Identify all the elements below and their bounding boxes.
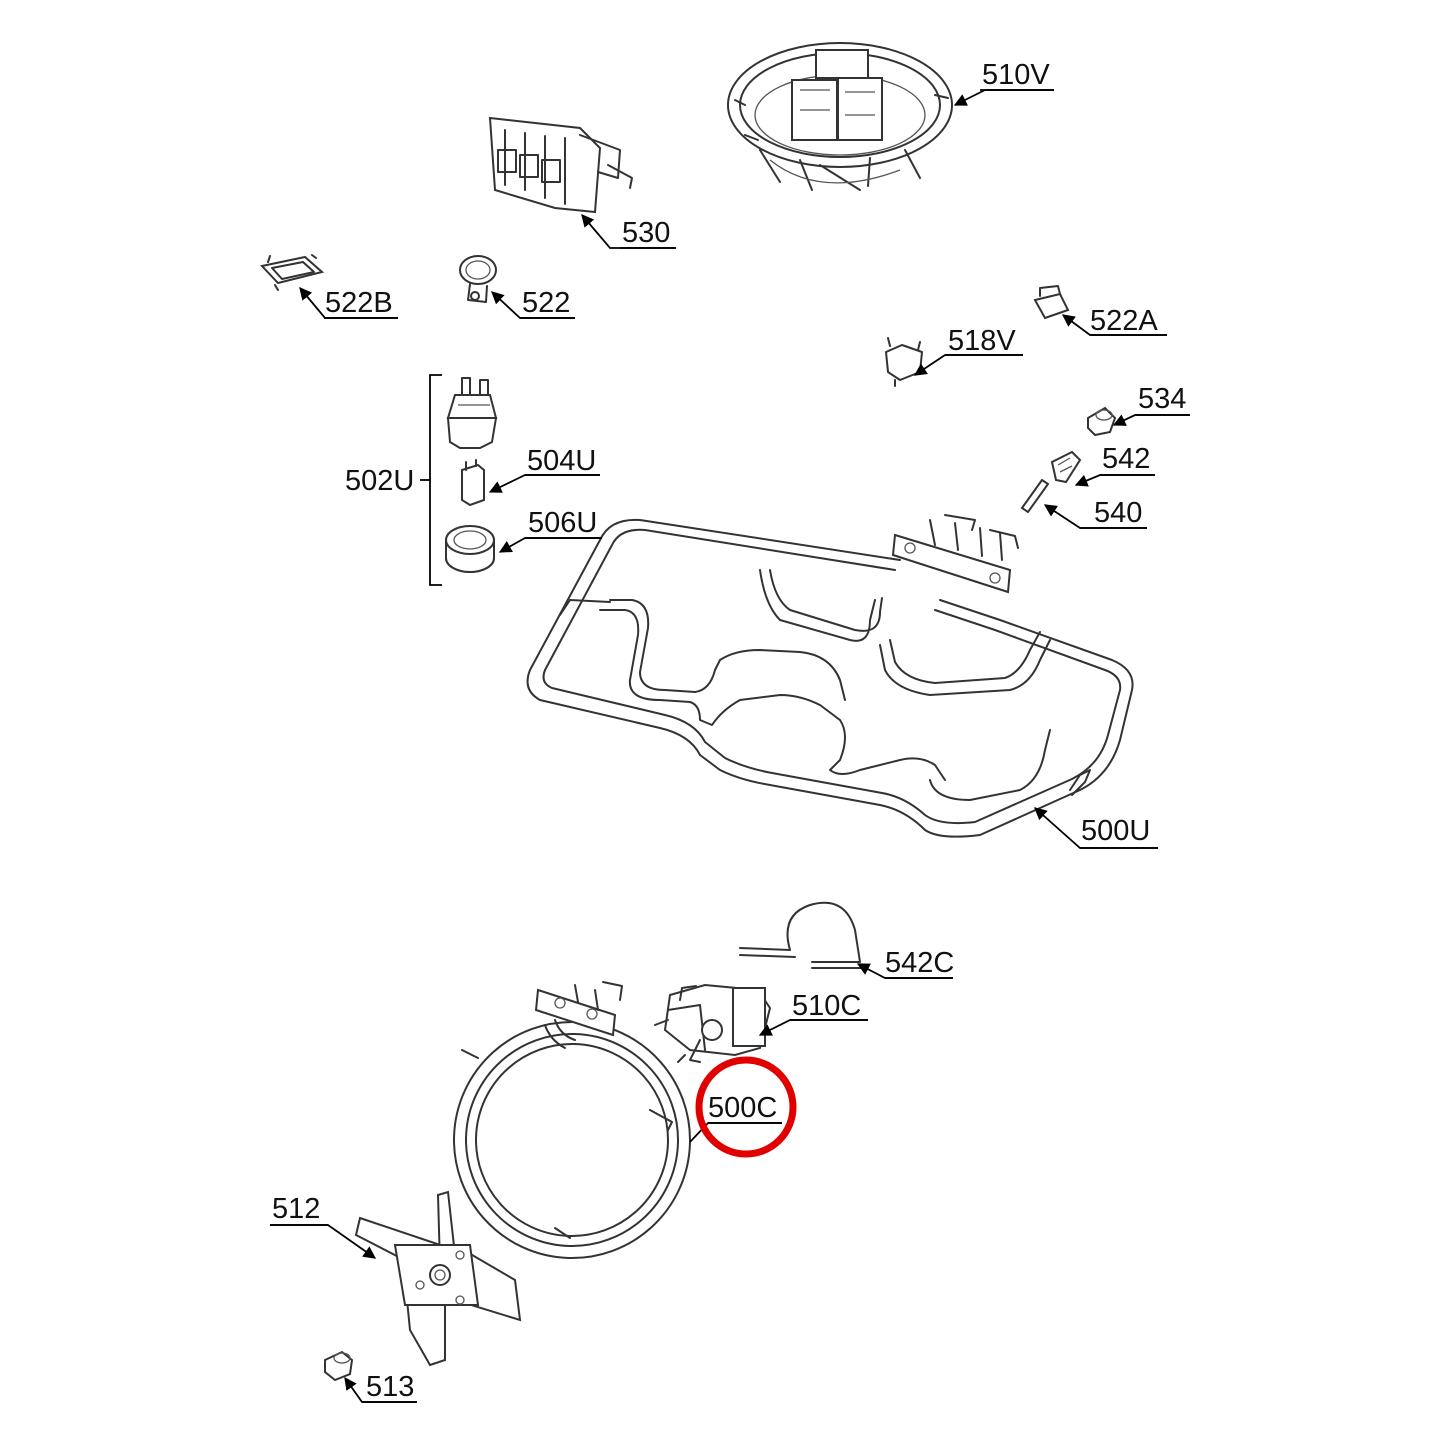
part-542-lamp-cover: [1050, 450, 1082, 484]
part-500c-circular-element: [453, 981, 691, 1259]
part-510v-fan-assembly: [727, 42, 953, 191]
callout-518v: 518V: [913, 325, 1023, 376]
label-504u: 504U: [527, 445, 596, 477]
part-522a-clip: [1033, 285, 1070, 320]
callout-522: 522: [491, 287, 575, 319]
callout-534: 534: [1112, 383, 1190, 426]
label-530: 530: [622, 217, 670, 249]
part-542c-wire-clip: [739, 901, 863, 969]
label-518v: 518V: [948, 325, 1016, 357]
label-540: 540: [1094, 497, 1142, 529]
label-513: 513: [366, 1371, 414, 1403]
label-522a: 522A: [1090, 305, 1158, 337]
part-513-nut: [324, 1350, 354, 1382]
callout-510c: 510C: [758, 990, 868, 1036]
callout-530: 530: [581, 214, 676, 249]
part-522-clamp: [459, 255, 497, 303]
label-510c: 510C: [792, 990, 861, 1022]
callout-504u: 504U: [488, 445, 600, 493]
label-500c: 500C: [708, 1092, 777, 1124]
label-522: 522: [522, 287, 570, 319]
callout-500c: 500C: [689, 1056, 797, 1158]
callout-522b: 522B: [299, 287, 398, 319]
part-540-lamp: [1020, 478, 1050, 514]
label-underlines: [270, 89, 1190, 1403]
highlight-circle-500c: [695, 1056, 797, 1158]
part-506u-knob: [445, 525, 495, 573]
part-510c-fan-motor: [654, 983, 772, 1063]
callout-522a: 522A: [1061, 305, 1167, 337]
label-542: 542: [1102, 443, 1150, 475]
callout-510v: 510V: [953, 59, 1054, 106]
label-500u: 500U: [1081, 815, 1150, 847]
part-530-terminal-block: [488, 116, 633, 214]
label-506u: 506U: [528, 507, 597, 539]
label-522b: 522B: [325, 287, 393, 319]
part-504u-connector: [461, 459, 485, 507]
callout-513: 513: [344, 1371, 417, 1403]
part-534-cap: [1087, 406, 1117, 437]
callout-540: 540: [1043, 497, 1147, 529]
part-500u-grill-element: [526, 514, 1134, 838]
label-510v: 510V: [982, 59, 1050, 91]
label-502u: 502U: [345, 465, 414, 497]
group-502u-bracket: 502U: [345, 374, 442, 586]
part-512-fan-blade: [354, 1190, 522, 1367]
label-534: 534: [1138, 383, 1186, 415]
part-522b-bracket: [260, 254, 325, 291]
callout-542c: 542C: [856, 947, 954, 979]
callout-500u: 500U: [1034, 807, 1158, 849]
label-542c: 542C: [885, 947, 954, 979]
callout-506u: 506U: [498, 507, 602, 553]
part-518v-clip: [885, 337, 923, 387]
label-512: 512: [272, 1193, 320, 1225]
part-502u-switch: [446, 377, 498, 449]
callout-542: 542: [1074, 443, 1155, 487]
